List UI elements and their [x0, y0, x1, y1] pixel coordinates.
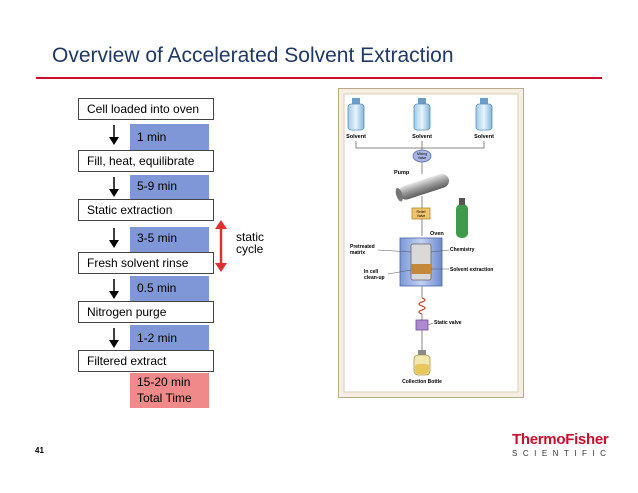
total-time-line-2: Total Time: [137, 391, 192, 405]
pretreated-label-2: matrix: [350, 250, 365, 256]
pump-icon: [395, 173, 450, 202]
collection-bottle-icon: [413, 350, 431, 376]
static-valve-icon: [415, 319, 429, 331]
static-cycle-label: static cycle: [236, 231, 264, 255]
page-number: 41: [35, 446, 44, 455]
duration-2: 5-9 min: [137, 179, 178, 193]
nitrogen-cylinder-icon: [456, 198, 468, 238]
static-cycle-line-2: cycle: [236, 242, 264, 256]
duration-bar-2: [130, 175, 209, 199]
in-cell-label-1: In cell: [364, 269, 379, 275]
solvent-label-2: Solvent: [412, 134, 432, 140]
in-cell-label-2: clean-up: [364, 275, 385, 281]
step-box-6: Filtered extract: [78, 350, 214, 372]
heat-coil-icon: [418, 297, 426, 315]
solvent-bottle-2-icon: [413, 98, 431, 131]
duration-bar-4: [130, 276, 209, 302]
solvent-bottle-1-icon: [347, 98, 365, 131]
static-cycle-line-1: static: [236, 230, 265, 244]
collection-bottle-label: Collection Bottle: [402, 379, 442, 385]
pretreated-label-1: Pretreated: [350, 244, 375, 250]
relief-valve-label-1: Relief: [417, 210, 426, 214]
duration-1: 1 min: [137, 130, 167, 144]
static-cycle-arrow: [215, 220, 227, 272]
relief-valve-label-2: Valve: [417, 214, 426, 218]
step-box-1: Cell loaded into oven: [78, 98, 214, 120]
duration-3: 3-5 min: [137, 231, 178, 245]
down-arrow-4: [109, 279, 119, 299]
extraction-cell-icon: [410, 243, 432, 281]
logo-sub: SCIENTIFIC: [512, 449, 612, 458]
down-arrow-3: [109, 228, 119, 248]
title-divider: [36, 77, 602, 79]
chemistry-label: Chemistry: [450, 247, 475, 253]
down-arrow-2: [109, 177, 119, 197]
extraction-system-schematic: Solvent Solvent Solvent Mixing Valve Pum…: [338, 88, 524, 398]
solvent-label-1: Solvent: [346, 134, 366, 140]
total-time-bar: [130, 373, 209, 408]
relief-valve-icon: [411, 207, 431, 220]
solvent-extraction-label: Solvent extraction: [450, 267, 493, 273]
step-box-2: Fill, heat, equilibrate: [78, 150, 214, 172]
mixing-valve-label-2: Valve: [418, 156, 427, 160]
duration-bar-3: [130, 227, 209, 253]
step-box-3: Static extraction: [78, 199, 214, 221]
thermo-fisher-logo: ThermoFisher SCIENTIFIC: [512, 431, 611, 458]
pump-label: Pump: [394, 170, 410, 176]
static-valve-label: Static valve: [434, 320, 462, 326]
step-box-4: Fresh solvent rinse: [78, 252, 214, 274]
step-box-5: Nitrogen purge: [78, 301, 214, 323]
oven-label: Oven: [430, 231, 444, 237]
duration-5: 1-2 min: [137, 331, 178, 345]
total-time-line-1: 15-20 min: [137, 375, 191, 389]
duration-bar-1: [130, 124, 209, 152]
logo-brand: ThermoFisher: [512, 431, 609, 448]
page-title: Overview of Accelerated Solvent Extracti…: [52, 44, 454, 67]
mixing-valve-label-1: Mixing: [417, 152, 427, 156]
down-arrow-1: [109, 125, 119, 145]
duration-bar-5: [130, 325, 209, 353]
duration-4: 0.5 min: [137, 281, 177, 295]
down-arrow-5: [109, 328, 119, 348]
solvent-label-3: Solvent: [474, 134, 494, 140]
solvent-bottle-3-icon: [475, 98, 493, 131]
